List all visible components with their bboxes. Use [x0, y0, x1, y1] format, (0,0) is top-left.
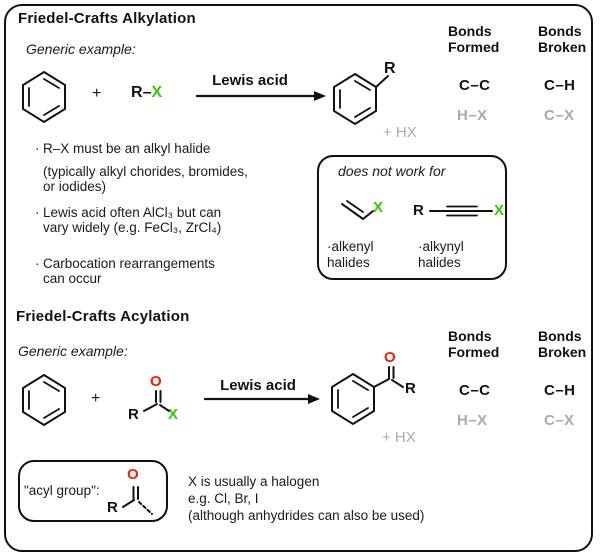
bullet-2-dot: ·	[35, 205, 40, 220]
acyl-reagent-o-atom: O	[150, 373, 162, 390]
halogen-note-line-2: e.g. Cl, Br, I	[188, 491, 259, 506]
alkynyl-r-atom: R	[413, 202, 424, 219]
does-not-work-title: does not work for	[338, 163, 446, 179]
acyl-reagent-x-atom: X	[168, 406, 179, 423]
alkylation-bond-broken-cx: C–X	[544, 107, 575, 124]
acylation-title: Friedel-Crafts Acylation	[16, 308, 190, 325]
alkylation-bond-formed-cc: C–C	[459, 77, 491, 94]
acylation-product-o-atom: O	[384, 349, 396, 366]
alkylation-bond-broken-ch: C–H	[544, 77, 576, 94]
alkylation-generic-label: Generic example:	[26, 41, 136, 57]
halogen-note-line-3: (although anhydrides can also be used)	[188, 508, 425, 523]
acyl-group-o-atom: O	[127, 466, 139, 483]
reagent-r-atom: R	[131, 84, 143, 101]
alkylation-title: Friedel-Crafts Alkylation	[18, 10, 196, 27]
bullet-2-line-1: Lewis acid often AlCl₃ but can	[43, 205, 222, 220]
alkylation-arrow-label: Lewis acid	[212, 72, 288, 89]
outer-border	[4, 4, 593, 552]
acylation-bond-broken-cx: C–X	[544, 412, 575, 429]
halogen-note-line-1: X is usually a halogen	[188, 474, 320, 489]
alkynyl-x-atom: X	[494, 202, 505, 219]
acyl-reagent-r-atom: R	[128, 406, 139, 423]
bullet-3-line-2: can occur	[43, 271, 102, 286]
bullet-1-dot: ·	[35, 141, 40, 156]
alkyl-halide-reagent-label: R–X	[131, 84, 162, 102]
alkylation-bonds-broken-header: Bonds Broken	[538, 23, 587, 55]
acyl-group-box	[18, 460, 168, 522]
acylation-bonds-formed-header: Bonds Formed	[448, 328, 500, 360]
alkylation-product-r-atom: R	[384, 60, 396, 77]
reagent-bond-dash: –	[142, 84, 152, 101]
reagent-x-atom: X	[151, 84, 163, 101]
does-not-work-box	[317, 155, 507, 280]
bullet-3-line-1: Carbocation rearrangements	[43, 256, 215, 271]
alkylation-plus-sign: +	[92, 85, 102, 102]
alkenyl-caption: ·alkenyl halides	[327, 239, 374, 270]
alkylation-bonds-formed-header: Bonds Formed	[448, 23, 500, 55]
bullet-2-line-2: vary widely (e.g. FeCl₃, ZrCl₄)	[43, 220, 222, 235]
alkylation-bond-formed-hx: H–X	[457, 107, 488, 124]
bullet-1-line-2: (typically alkyl chorides, bromides,	[43, 164, 248, 179]
acylation-generic-label: Generic example:	[18, 343, 128, 359]
acyl-group-r-atom: R	[107, 499, 118, 516]
acylation-byproduct: + HX	[382, 429, 416, 446]
alkenyl-x-atom: X	[373, 199, 384, 216]
bullet-3-dot: ·	[35, 256, 40, 271]
alkylation-byproduct: + HX	[383, 124, 417, 141]
acylation-bonds-broken-header: Bonds Broken	[538, 328, 587, 360]
alkynyl-caption: ·alkynyl halides	[418, 239, 464, 270]
acylation-arrow-label: Lewis acid	[220, 377, 296, 394]
acyl-group-label: "acyl group":	[24, 483, 100, 498]
acylation-bond-formed-cc: C–C	[459, 382, 491, 399]
acylation-bond-broken-ch: C–H	[544, 382, 576, 399]
bullet-1-line-1: R–X must be an alkyl halide	[43, 141, 211, 156]
bullet-1-line-3: or iodides)	[43, 179, 107, 194]
acylation-plus-sign: +	[91, 390, 101, 407]
acylation-bond-formed-hx: H–X	[457, 412, 488, 429]
acylation-product-r-atom: R	[405, 380, 416, 397]
